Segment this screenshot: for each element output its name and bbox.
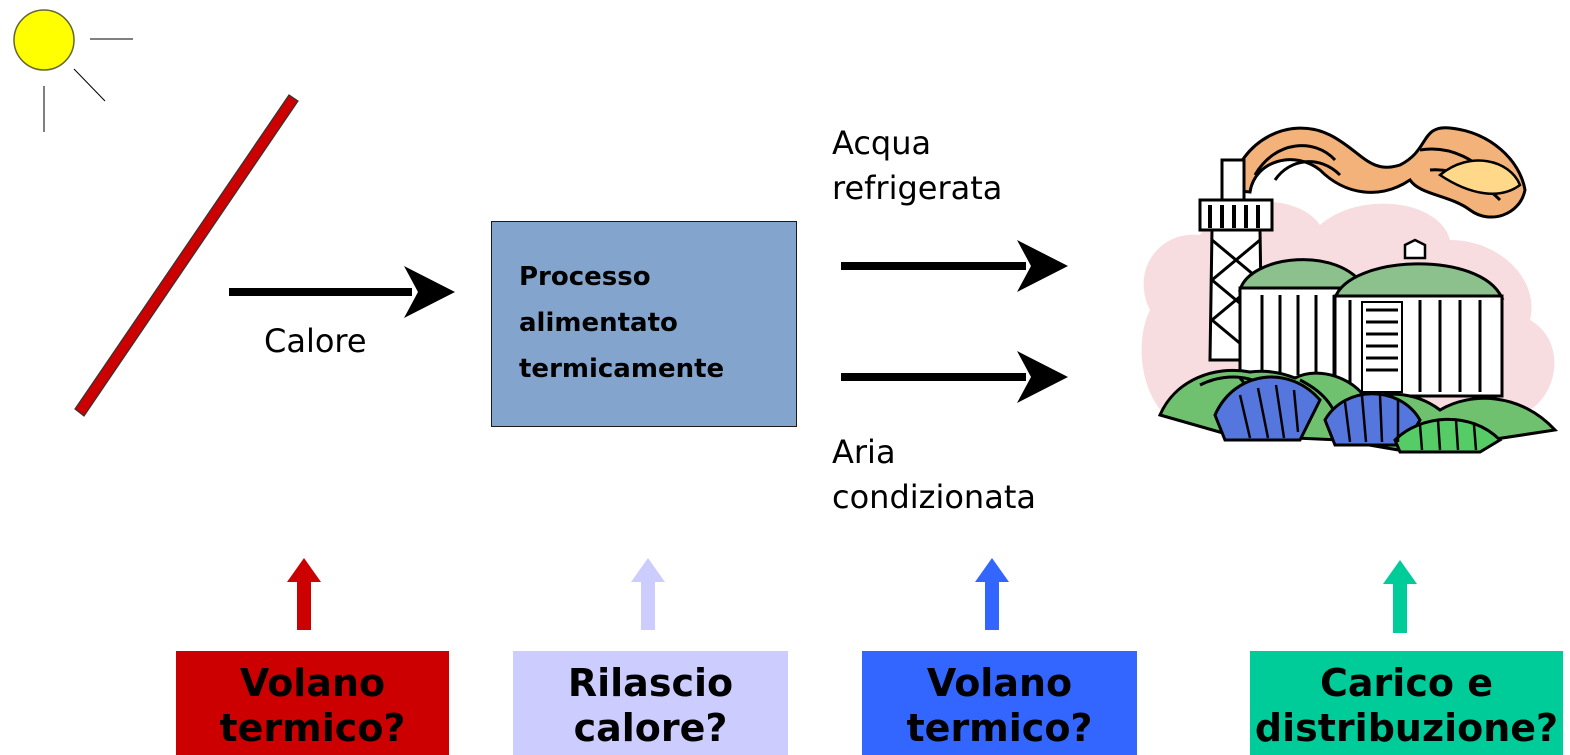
question-line1: Carico e — [1320, 661, 1493, 705]
process-box: Processo alimentato termicamente — [491, 221, 797, 427]
chilled-water-arrow — [841, 240, 1068, 292]
question-line2: termico? — [906, 706, 1093, 750]
process-label: Processo alimentato termicamente — [519, 254, 724, 392]
question-box-load-distribution: Carico e distribuzione? — [1250, 651, 1563, 755]
sun-icon — [13, 9, 133, 132]
heat-arrow — [229, 266, 455, 318]
process-label-line1: Processo — [519, 262, 651, 292]
question-line2: calore? — [573, 706, 728, 750]
chilled-water-label: Acqua refrigerata — [832, 121, 1002, 212]
question-line1: Rilascio — [567, 661, 734, 705]
up-arrow-lavender — [631, 558, 665, 630]
conditioned-air-arrow — [841, 351, 1068, 403]
up-arrow-blue — [975, 558, 1009, 630]
up-arrow-red — [287, 558, 321, 630]
question-box-heat-release: Rilascio calore? — [513, 651, 788, 755]
question-line1: Volano — [239, 661, 386, 705]
question-box-thermal-storage-2: Volano termico? — [862, 651, 1137, 755]
conditioned-air-label: Aria condizionata — [832, 430, 1036, 521]
factory-icon — [1141, 126, 1559, 454]
chilled-water-label-line1: Acqua — [832, 124, 932, 162]
question-line2: termico? — [219, 706, 406, 750]
conditioned-air-label-line1: Aria — [832, 433, 896, 471]
up-arrow-green — [1383, 560, 1417, 633]
conditioned-air-label-line2: condizionata — [832, 478, 1036, 517]
question-box-thermal-storage-1: Volano termico? — [176, 651, 449, 755]
heat-label: Calore — [264, 322, 367, 360]
process-label-line2: alimentato — [519, 308, 678, 338]
question-line1: Volano — [926, 661, 1073, 705]
chilled-water-label-line2: refrigerata — [832, 169, 1003, 208]
solar-collector — [74, 94, 299, 417]
process-label-line3: termicamente — [519, 354, 725, 384]
question-line2: distribuzione? — [1254, 706, 1559, 750]
